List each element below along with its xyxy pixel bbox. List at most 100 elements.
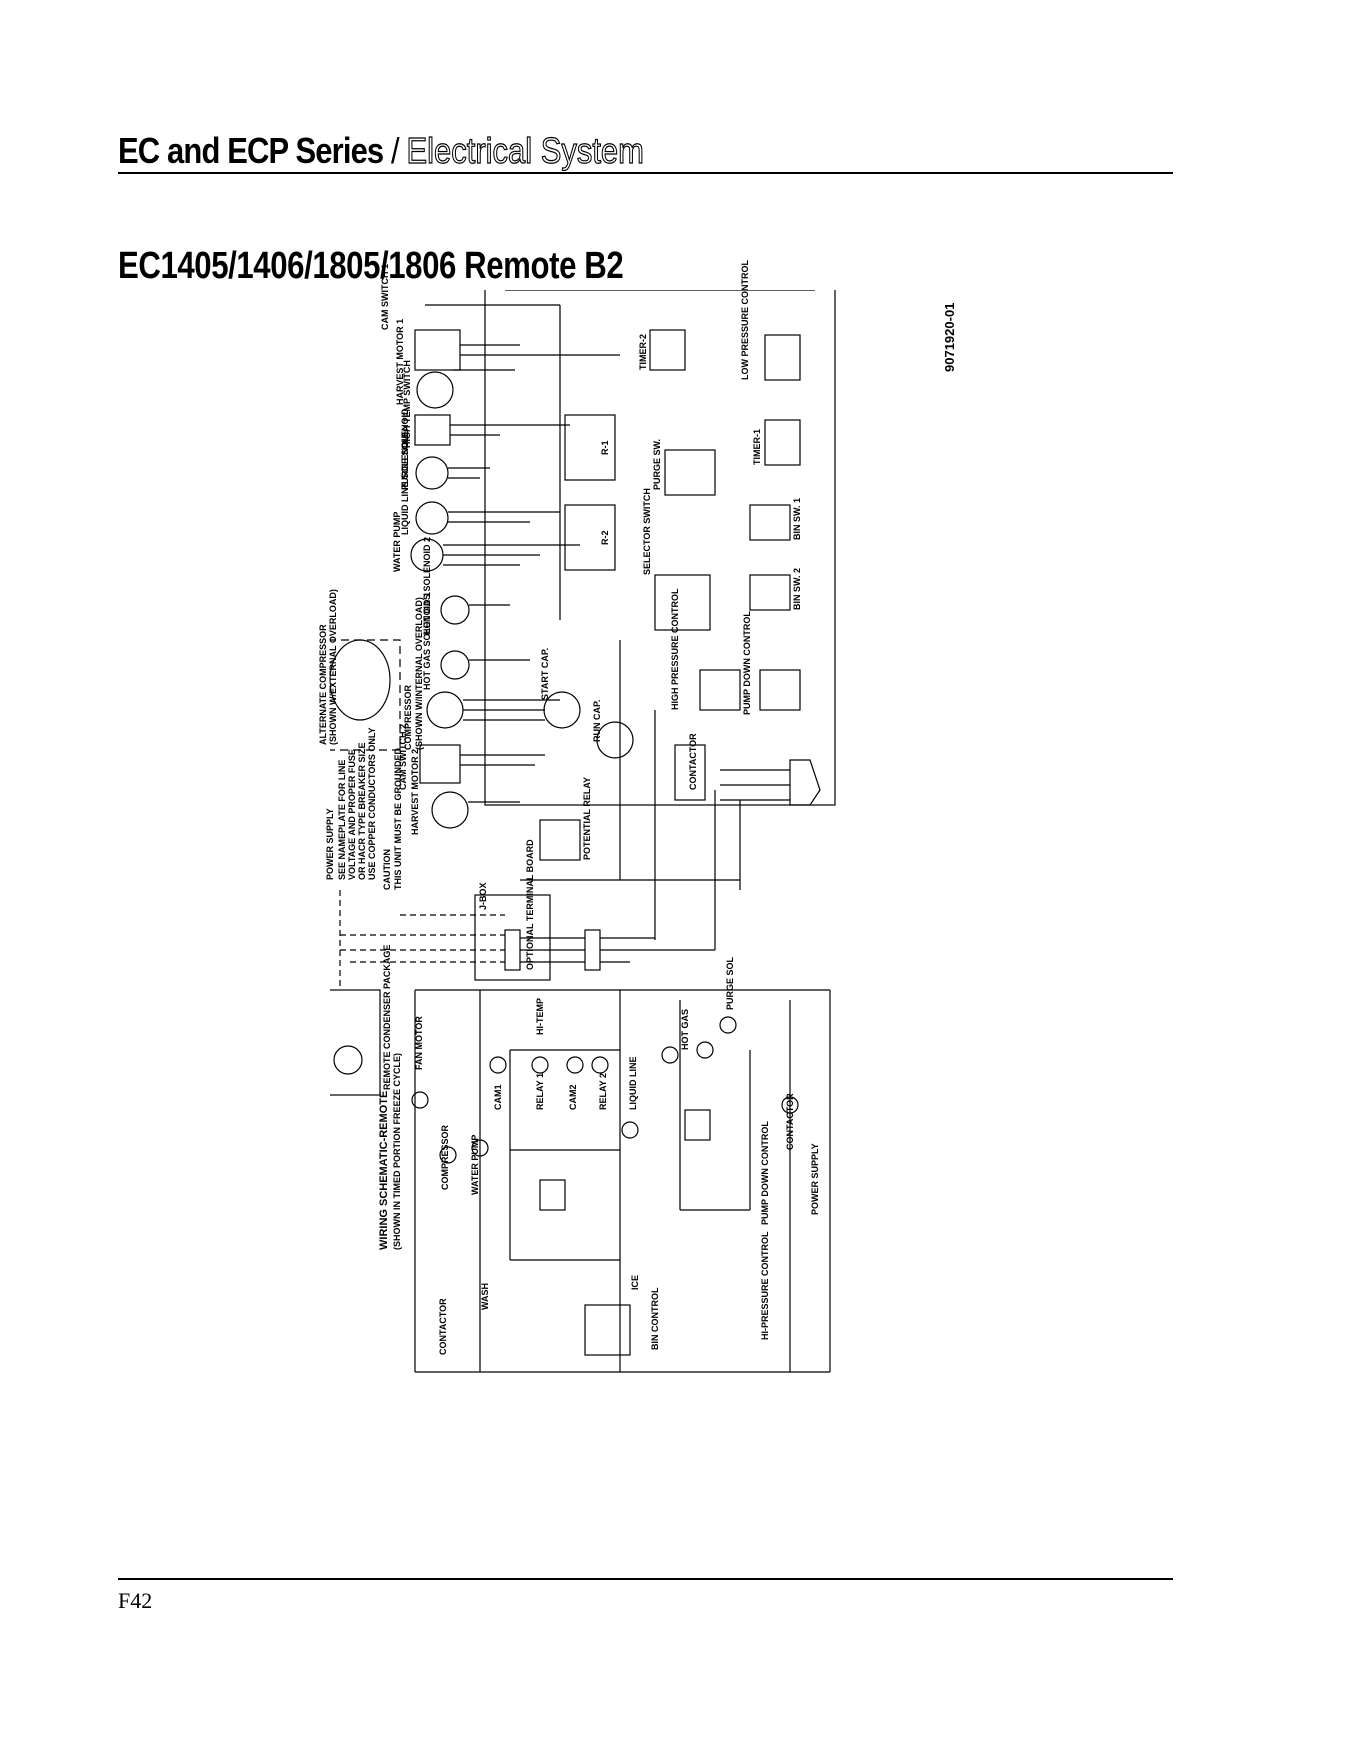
label-optional-terminal-board: OPTIONAL TERMINAL BOARD	[525, 839, 535, 970]
label-relay-1: RELAY 1	[535, 1072, 545, 1110]
run-capacitor-symbol	[596, 721, 634, 759]
start-capacitor-symbol	[543, 691, 581, 729]
bin-switch-2-box	[749, 574, 791, 611]
label-ice: ICE	[630, 1274, 640, 1290]
label-cam-switch-1: CAM SWITCH 1	[380, 264, 390, 330]
purge-solenoid-symbol	[415, 456, 449, 490]
label-bin-control: BIN CONTROL	[650, 1287, 660, 1351]
contactor-coil-symbol	[781, 1096, 799, 1114]
wiring-diagram-svg	[314, 269, 836, 1373]
liquid-line-solenoid-symbol	[415, 501, 449, 535]
fan-motor-symbol	[333, 1045, 363, 1075]
cam-switch-2-box	[419, 744, 461, 784]
label-hot-gas: HOT GAS	[680, 1008, 690, 1050]
label-harvest-motor-2: HARVEST MOTOR 2	[410, 748, 420, 835]
label-power-note-4: USE COPPER CONDUCTORS ONLY	[367, 727, 377, 880]
label-r2: R-2	[600, 530, 610, 545]
label-purge-sw: PURGE SW.	[652, 438, 662, 490]
alternate-compressor-box	[314, 639, 401, 751]
cam1-mot-symbol	[489, 1056, 507, 1074]
label-pump-down-control-ladder: PUMP DOWN CONTROL	[760, 1121, 770, 1225]
relay-r2-box	[564, 504, 616, 571]
water-pump-mot-symbol	[471, 1139, 489, 1157]
header-section: Electrical System	[406, 129, 644, 171]
timer-1-box	[764, 419, 801, 466]
label-timer-2: TIMER-2	[638, 334, 648, 370]
label-bin-sw-2: BIN SW. 2	[792, 567, 802, 610]
label-power-note-1: SEE NAMEPLATE FOR LINE	[337, 759, 347, 880]
ladder-timer-1	[539, 1179, 566, 1211]
label-hi-pressure-control: HI-PRESSURE CONTROL	[760, 1231, 770, 1340]
label-selector-switch: SELECTOR SWITCH	[642, 488, 652, 575]
label-cam1: CAM1	[493, 1084, 503, 1110]
label-cam2: CAM2	[568, 1084, 578, 1110]
header-title: EC and ECP Series / Electrical System	[118, 129, 644, 172]
label-timer-1: TIMER-1	[752, 429, 762, 465]
compressor-symbol	[426, 691, 464, 729]
contactor-box	[674, 744, 706, 801]
harvest-motor-2-symbol	[431, 791, 469, 829]
label-contactor-ladder: CONTACTOR	[785, 1093, 795, 1150]
label-pump-down-control: PUMP DOWN CONTROL	[742, 611, 752, 715]
label-schematic-subtitle: (SHOWN IN TIMED PORTION FREEZE CYCLE)	[392, 1053, 402, 1250]
harvest-motor-1-symbol	[416, 371, 454, 409]
label-contactor: CONTACTOR	[688, 733, 698, 790]
alternate-compressor-symbol	[329, 639, 391, 721]
purge-sol-symbol	[719, 1016, 737, 1034]
label-hi-temp: HI-TEMP	[535, 998, 545, 1035]
page-number: F42	[118, 1588, 153, 1613]
potential-relay-box	[539, 819, 581, 861]
label-purge-sol: PURGE SOL	[725, 956, 735, 1010]
terminal-strip	[584, 929, 601, 971]
cam2-mot-symbol	[566, 1056, 584, 1074]
high-pressure-control-box	[699, 669, 741, 711]
label-jbox: J-BOX	[478, 882, 488, 910]
label-low-pressure-control: LOW PRESSURE CONTROL	[740, 259, 750, 380]
label-caution-note: THIS UNIT MUST BE GROUNDED	[393, 747, 403, 890]
hot-gas-solenoid-1-symbol	[440, 650, 470, 680]
low-pressure-control-box	[764, 334, 801, 381]
label-start-cap: START CAP.	[540, 647, 550, 700]
relay2-coil-symbol	[591, 1056, 609, 1074]
selector-switch-box	[654, 574, 711, 631]
label-water-pump: WATER PUMP	[392, 511, 402, 572]
header-separator: /	[383, 130, 407, 171]
purge-switch-box	[664, 449, 716, 496]
label-fan-motor: FAN MOTOR	[414, 1016, 424, 1070]
label-water-pump-ladder: WATER PUMP	[470, 1134, 480, 1195]
footer-rule	[118, 1578, 1173, 1580]
wiring-diagram: CAM SWITCH 1 HARVEST MOTOR 1 HIGH TEMP S…	[314, 260, 960, 1550]
label-r1: R-1	[600, 440, 610, 455]
label-alternate-compressor-note: (SHOWN W/EXTERNAL OVERLOAD)	[328, 589, 338, 745]
remote-condenser-box	[319, 989, 381, 1096]
label-relay-2: RELAY 2	[598, 1072, 608, 1110]
label-high-pressure-control: HIGH PRESSURE CONTROL	[670, 588, 680, 710]
wire-frame-top	[484, 269, 836, 806]
hot-gas-sol-1-symbol	[661, 1046, 679, 1064]
hot-gas-sol-2-symbol	[696, 1041, 714, 1059]
page-header: EC and ECP Series / Electrical System	[118, 129, 1173, 174]
label-power-note-2: VOLTAGE AND PROPER FUSE	[347, 749, 357, 880]
label-power-note-3: OR HACR TYPE BREAKER SIZE	[357, 742, 367, 880]
header-series: EC and ECP Series	[118, 130, 384, 171]
compressor-mot-symbol	[439, 1146, 457, 1164]
label-bin-sw-1: BIN SW. 1	[792, 497, 802, 540]
ladder-timer-2	[684, 1109, 711, 1141]
label-run-cap: RUN CAP.	[592, 699, 602, 742]
relay-r1-box	[564, 414, 616, 481]
label-wash: WASH	[480, 1283, 490, 1310]
label-power-supply-ladder: POWER SUPPLY	[810, 1143, 820, 1215]
bin-switch-1-box	[749, 504, 791, 541]
timer-2-box	[649, 329, 686, 371]
pump-down-control-box	[759, 669, 801, 711]
relay1-coil-symbol	[531, 1056, 549, 1074]
high-temp-switch-box	[414, 414, 451, 446]
label-liquid-line: LIQUID LINE	[628, 1056, 638, 1111]
terminal-block	[789, 759, 821, 806]
label-contactor-ladder-2: CONTACTOR	[438, 1298, 448, 1355]
bin-control-relays	[584, 1304, 631, 1356]
label-potential-relay: POTENTIAL RELAY	[582, 776, 592, 860]
label-caution: CAUTION	[382, 849, 392, 890]
label-remote-condenser: REMOTE CONDENSER PACKAGE	[382, 944, 392, 1090]
label-schematic-title: WIRING SCHEMATIC-REMOTE	[378, 1090, 390, 1250]
